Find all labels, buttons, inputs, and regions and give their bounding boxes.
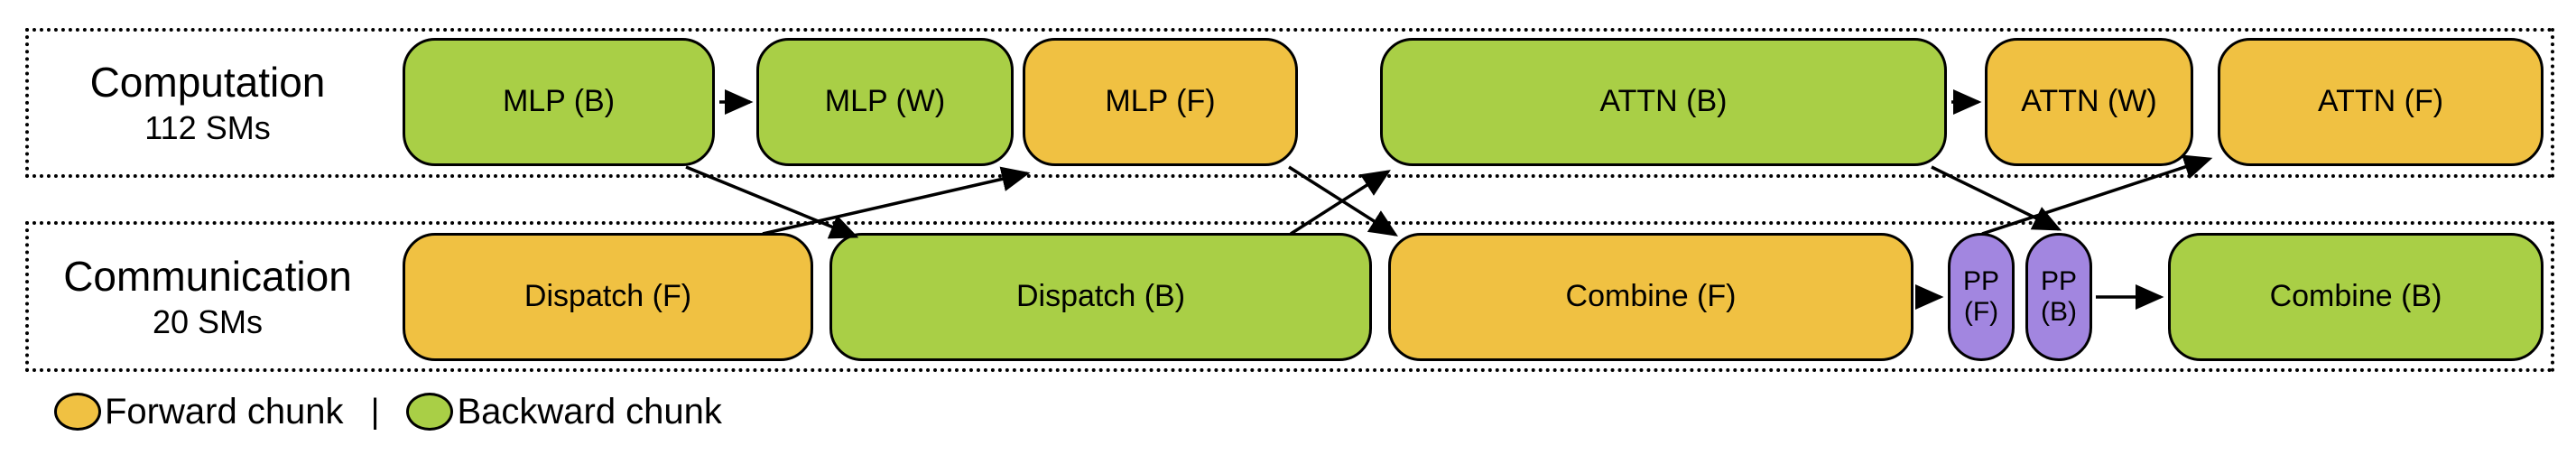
block-mlp-w: MLP (W) bbox=[756, 38, 1014, 166]
legend: Forward chunk | Backward chunk bbox=[54, 386, 722, 437]
communication-sm-count: 20 SMs bbox=[152, 302, 264, 340]
backward-chunk-swatch-icon bbox=[406, 393, 454, 431]
legend-separator: | bbox=[370, 392, 380, 431]
block-attn-f: ATTN (F) bbox=[2218, 38, 2544, 166]
block-label: PP bbox=[1962, 265, 2000, 296]
legend-item-backward: Backward chunk bbox=[406, 391, 722, 432]
legend-backward-label: Backward chunk bbox=[457, 391, 722, 432]
block-label: ATTN (F) bbox=[2317, 84, 2444, 119]
computation-sm-count: 112 SMs bbox=[144, 109, 271, 146]
computation-title: Computation bbox=[89, 59, 326, 106]
legend-forward-label: Forward chunk bbox=[105, 391, 344, 432]
block-label: Dispatch (B) bbox=[1015, 279, 1186, 314]
block-mlp-f: MLP (F) bbox=[1023, 38, 1298, 166]
block-dispatch-f: Dispatch (F) bbox=[403, 233, 813, 361]
block-combine-f: Combine (F) bbox=[1388, 233, 1913, 361]
block-label: Combine (B) bbox=[2269, 279, 2442, 314]
block-pp-f: PP (F) bbox=[1948, 233, 2015, 361]
communication-row-label: Communication 20 SMs bbox=[36, 221, 379, 372]
block-pp-b: PP (B) bbox=[2025, 233, 2092, 361]
block-label: Dispatch (F) bbox=[524, 279, 692, 314]
block-label: Combine (F) bbox=[1565, 279, 1737, 314]
block-label: ATTN (W) bbox=[2021, 84, 2157, 119]
block-sublabel: (F) bbox=[1963, 297, 1999, 327]
block-label: MLP (B) bbox=[502, 84, 616, 119]
communication-title: Communication bbox=[63, 252, 352, 300]
block-attn-b: ATTN (B) bbox=[1380, 38, 1947, 166]
block-dispatch-b: Dispatch (B) bbox=[829, 233, 1372, 361]
block-sublabel: (B) bbox=[2041, 297, 2077, 327]
block-attn-w: ATTN (W) bbox=[1985, 38, 2193, 166]
block-label: ATTN (B) bbox=[1599, 84, 1728, 119]
forward-chunk-swatch-icon bbox=[54, 393, 101, 431]
block-label: MLP (F) bbox=[1105, 84, 1216, 119]
block-mlp-b: MLP (B) bbox=[403, 38, 715, 166]
block-label: MLP (W) bbox=[824, 84, 946, 119]
block-combine-b: Combine (B) bbox=[2168, 233, 2544, 361]
computation-row-label: Computation 112 SMs bbox=[36, 28, 379, 178]
block-label: PP bbox=[2040, 265, 2078, 296]
legend-item-forward: Forward chunk bbox=[54, 392, 344, 432]
